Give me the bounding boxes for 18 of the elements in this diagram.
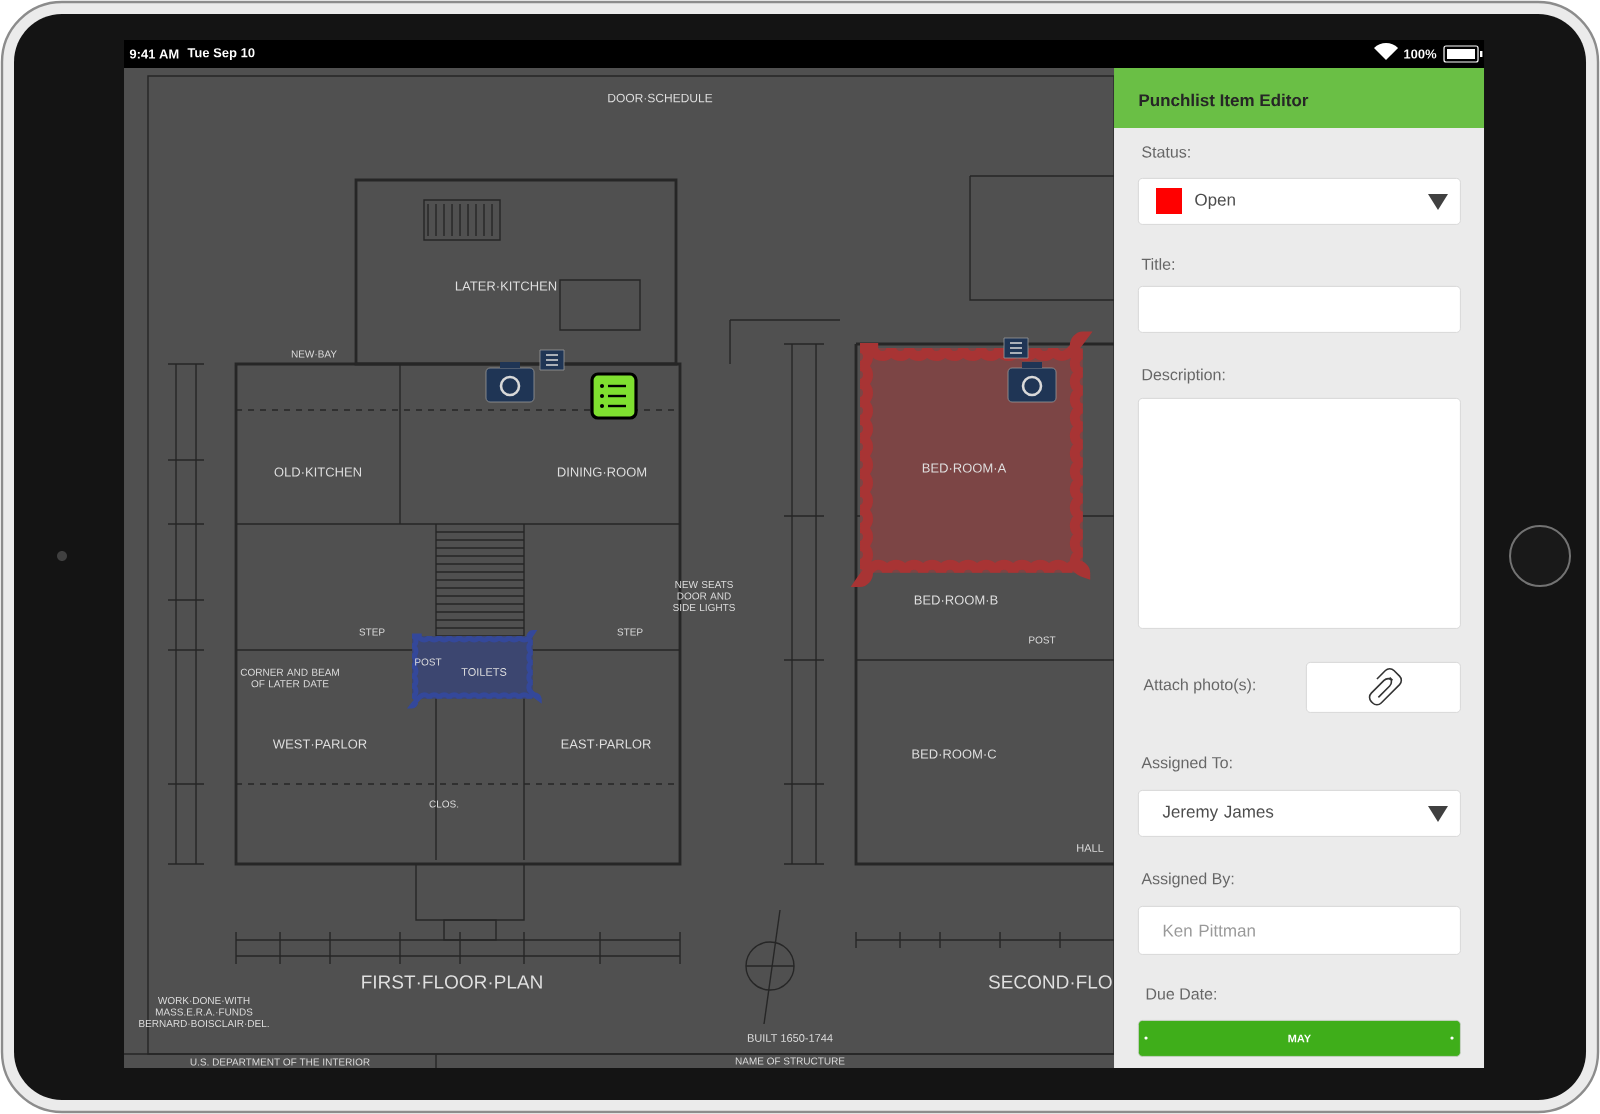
text-field <box>1138 286 1461 333</box>
dropdown-menu: Open <box>1138 178 1461 225</box>
field-label: Assigned By: <box>1141 872 1234 888</box>
field-label: Title: <box>1141 258 1175 270</box>
field-label: Assigned To: <box>1141 756 1232 772</box>
plan-title: SECOND·FLO <box>988 975 1112 989</box>
attach-button <box>1306 662 1461 713</box>
markup-cloud <box>409 629 542 709</box>
field-label: Description: <box>1142 368 1225 384</box>
dropdown-menu: Jeremy James <box>1138 790 1461 837</box>
field-label: Status: <box>1142 146 1190 158</box>
plan-title: FIRST·FLOOR·PLAN <box>362 975 542 989</box>
panel-header: Punchlist Item Editor <box>1114 68 1484 128</box>
text-field <box>1138 398 1461 629</box>
field-label: Attach photo(s): <box>1143 678 1255 694</box>
markup-cloud <box>855 331 1091 587</box>
field-label: Due Date: <box>1146 988 1216 1000</box>
text-field: Ken Pittman <box>1138 906 1461 955</box>
